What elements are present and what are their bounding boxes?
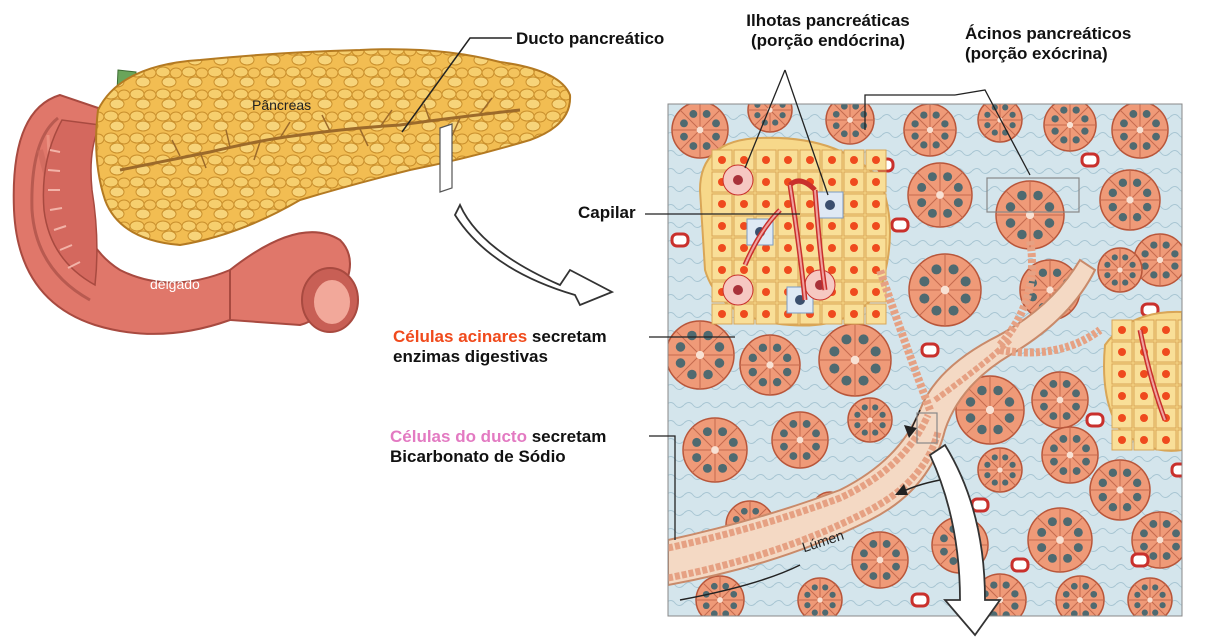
islet-large: [700, 138, 890, 326]
label-acinares-rest: secretam: [527, 327, 606, 346]
label-intestino-line1: Intestino: [150, 260, 203, 276]
label-ducto-line2: Bicarbonato de Sódio: [390, 447, 606, 467]
islet-small: [1104, 312, 1198, 451]
label-capilar: Capilar: [578, 203, 636, 223]
pancreas-organ: [96, 49, 570, 245]
label-intestino: Intestino delgado: [150, 260, 203, 292]
label-pancreas: Pâncreas: [252, 97, 311, 113]
label-acinares-line2: enzimas digestivas: [393, 347, 607, 367]
label-ilhotas-line2: (porção endócrina): [738, 31, 918, 51]
histology-section: [666, 88, 1198, 626]
label-intestino-line2: delgado: [150, 276, 203, 292]
label-acinares: Células acinares secretam enzimas digest…: [393, 327, 607, 367]
label-acinos-line2: (porção exócrina): [965, 44, 1131, 64]
label-acinos: Ácinos pancreáticos (porção exócrina): [965, 24, 1131, 64]
label-acinares-colored: Células acinares: [393, 327, 527, 346]
label-acinos-line1: Ácinos pancreáticos: [965, 24, 1131, 44]
label-ilhotas: Ilhotas pancreáticas (porção endócrina): [738, 11, 918, 51]
label-ducto-colored: Células do ducto: [390, 427, 527, 446]
label-ducto-cells: Células do ducto secretam Bicarbonato de…: [390, 427, 606, 467]
label-ducto-rest: secretam: [527, 427, 606, 446]
label-ilhotas-line1: Ilhotas pancreáticas: [738, 11, 918, 31]
label-ducto-pancreatico: Ducto pancreático: [516, 29, 664, 49]
